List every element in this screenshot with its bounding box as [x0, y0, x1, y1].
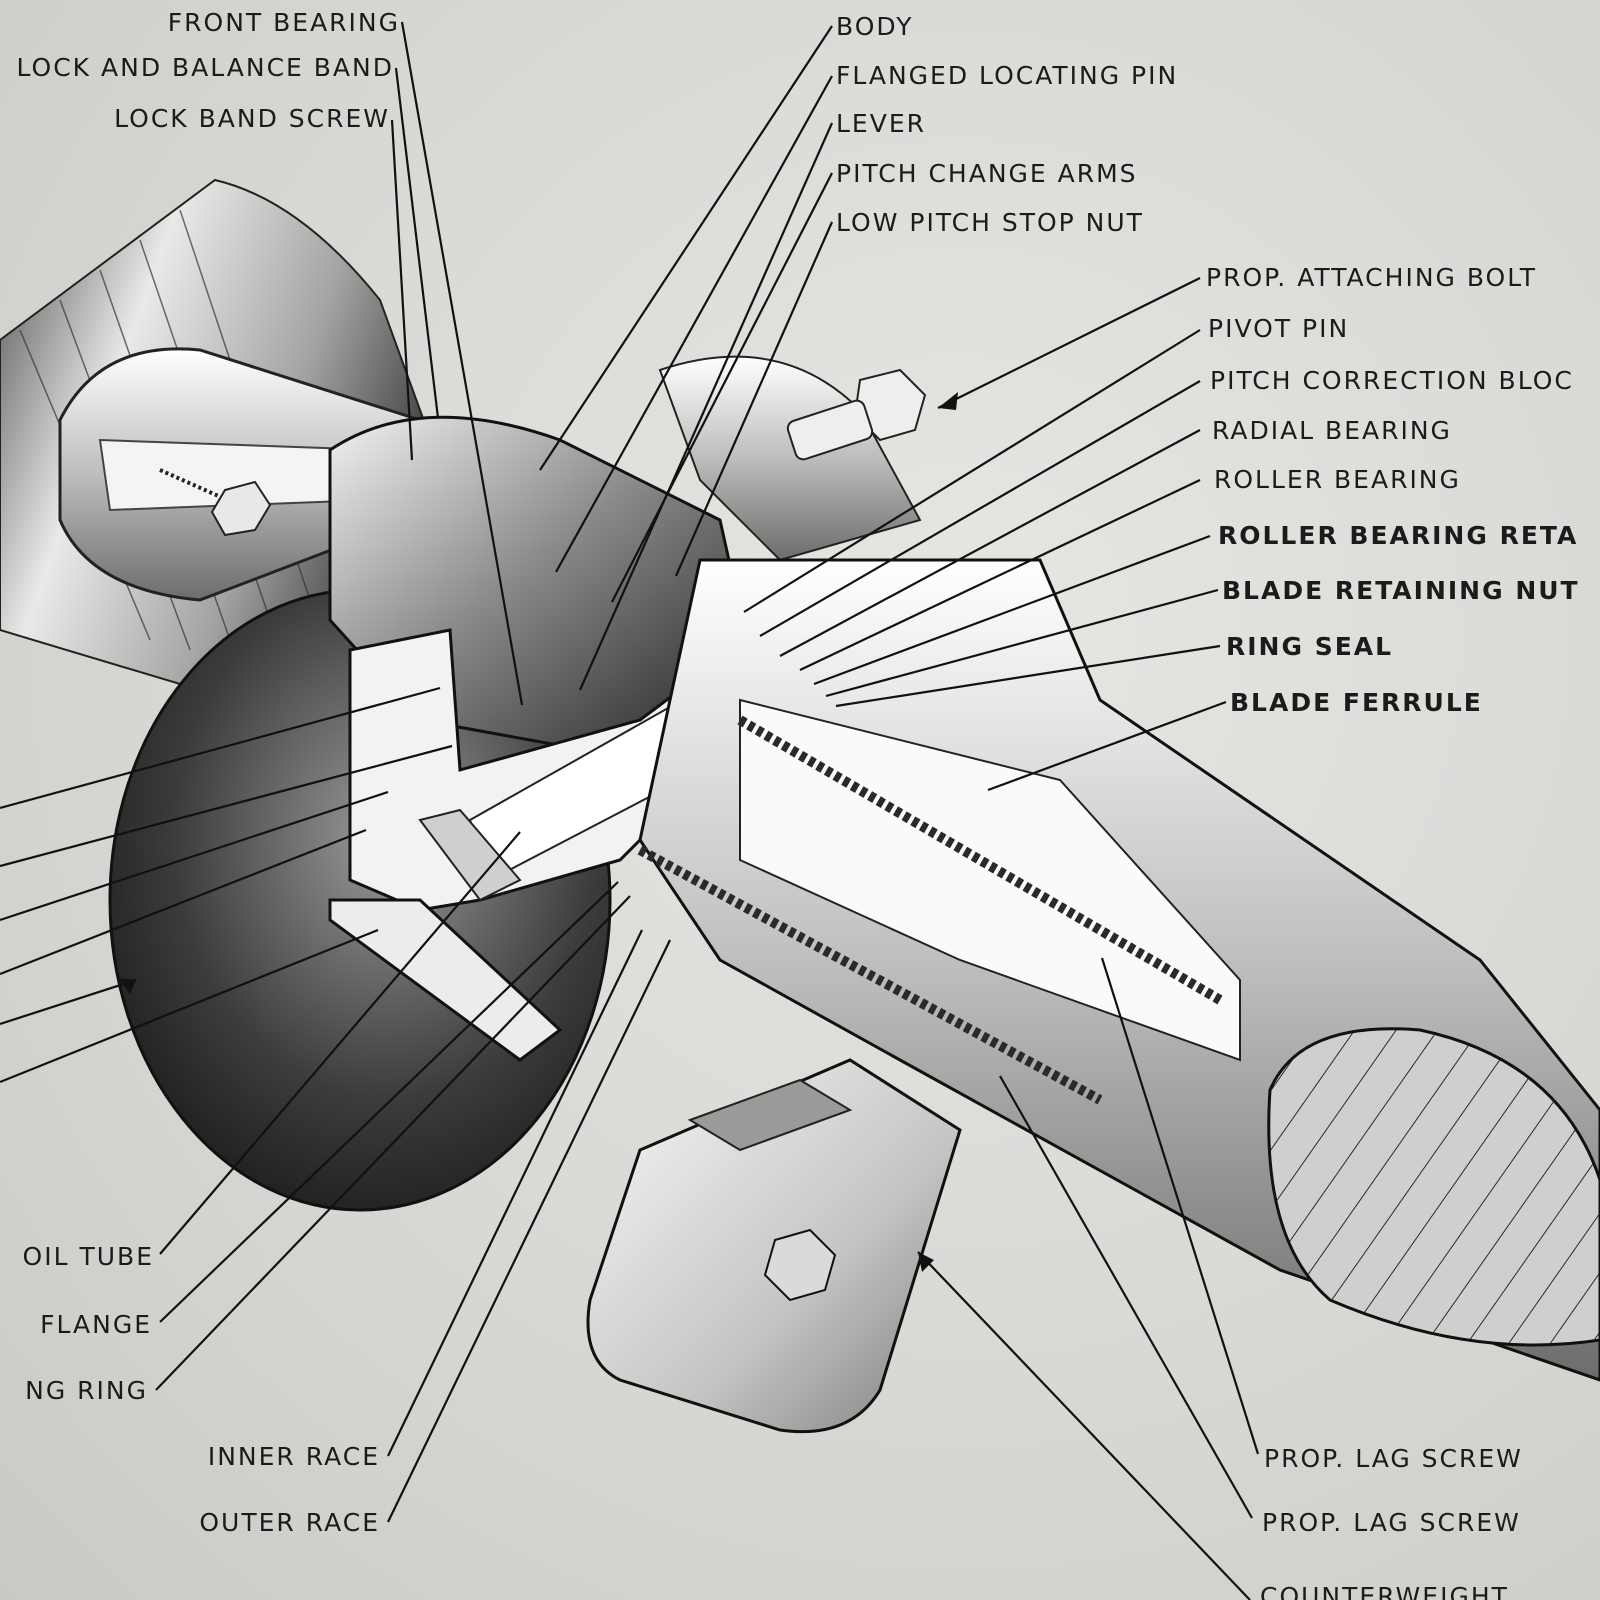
label-roller-bearing-reta: ROLLER BEARING RETA — [1218, 521, 1579, 550]
label-pivot-pin: PIVOT PIN — [1208, 314, 1350, 343]
label-radial-bearing: RADIAL BEARING — [1212, 416, 1452, 445]
label-oil-tube: OIL TUBE — [22, 1242, 154, 1271]
label-body: BODY — [836, 12, 914, 41]
label-blade-ferrule: BLADE FERRULE — [1230, 688, 1483, 717]
label-lever: LEVER — [836, 109, 926, 138]
leader-arrowheads — [118, 392, 958, 1272]
label-flanged-locating-pin: FLANGED LOCATING PIN — [836, 61, 1179, 90]
label-counterweight: COUNTERWEIGHT — [1260, 1582, 1509, 1600]
label-lock-band-screw: LOCK BAND SCREW — [114, 104, 390, 133]
label-inner-race: INNER RACE — [207, 1442, 380, 1471]
label-roller-bearing: ROLLER BEARING — [1214, 465, 1461, 494]
label-ring-seal: RING SEAL — [1226, 632, 1394, 661]
label-prop-attaching-bolt: PROP. ATTACHING BOLT — [1206, 263, 1537, 292]
label-outer-race: OUTER RACE — [199, 1508, 380, 1537]
leader-lines — [0, 21, 1260, 1600]
label-lock-and-balance-band: LOCK AND BALANCE BAND — [16, 53, 394, 82]
blade-shank — [637, 558, 1600, 1382]
sectioned-housing — [328, 628, 722, 1062]
label-low-pitch-stop-nut: LOW PITCH STOP NUT — [836, 208, 1144, 237]
label-prop-lag-screw-1: PROP. LAG SCREW — [1264, 1444, 1523, 1473]
label-pitch-correction-bloc: PITCH CORRECTION BLOC — [1210, 366, 1574, 395]
counterweight-shape — [586, 1058, 962, 1434]
label-flange: FLANGE — [40, 1310, 152, 1339]
label-prop-lag-screw-2: PROP. LAG SCREW — [1262, 1508, 1521, 1537]
label-ng-ring: NG RING — [25, 1376, 148, 1405]
label-pitch-change-arms: PITCH CHANGE ARMS — [836, 159, 1138, 188]
label-front-bearing: FRONT BEARING — [167, 8, 400, 37]
label-blade-retaining-nut: BLADE RETAINING NUT — [1222, 576, 1580, 605]
